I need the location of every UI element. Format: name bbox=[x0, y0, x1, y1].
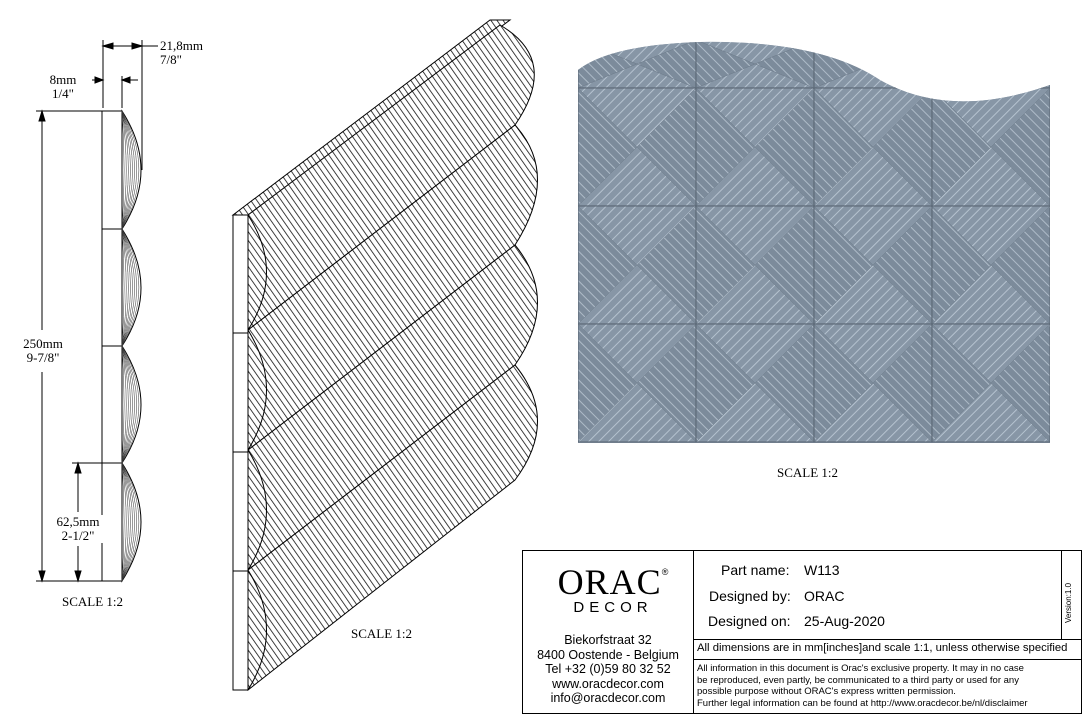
phone-line: Tel +32 (0)59 80 32 52 bbox=[545, 662, 671, 676]
profile-hatch-line bbox=[121, 345, 140, 464]
height-dim-mm: 250mm bbox=[23, 336, 63, 351]
title-block: ORAC® DECOR Biekorfstraat 32 8400 Oosten… bbox=[522, 550, 1082, 714]
profile-hatch-line bbox=[121, 345, 135, 464]
profile-hatch-line bbox=[121, 110, 131, 230]
part-name-label: Part name: bbox=[721, 562, 790, 578]
tile-facet bbox=[931, 41, 1050, 65]
profile-hatch-line bbox=[121, 228, 133, 347]
part-name-value: W113 bbox=[804, 562, 840, 578]
profile-hatch-line bbox=[121, 228, 131, 347]
wave-dim-in: 2-1/2" bbox=[61, 528, 95, 543]
profile-hatch-line bbox=[121, 345, 127, 464]
address-line: 8400 Oostende - Belgium bbox=[537, 647, 679, 662]
email-line: info@oracdecor.com bbox=[550, 691, 666, 705]
profile-hatch-line bbox=[121, 345, 133, 464]
website-line: www.oracdecor.com bbox=[552, 676, 664, 691]
tile-facet bbox=[578, 87, 638, 207]
profile-hatch-line bbox=[121, 228, 138, 347]
top-dim-mm: 21,8mm bbox=[160, 38, 203, 53]
legal-line: All information in this document is Orac… bbox=[697, 663, 1024, 674]
profile-hatch-line bbox=[121, 345, 125, 464]
orac-logo: ORAC® DECOR bbox=[553, 561, 673, 616]
profile-hatch-line bbox=[121, 110, 127, 230]
designed-on-value: 25-Aug-2020 bbox=[804, 613, 885, 629]
side-view-scale: SCALE 1:2 bbox=[62, 594, 124, 609]
profile-hatch-line bbox=[121, 462, 135, 582]
profile-hatch-line bbox=[121, 462, 131, 582]
height-dimension: 250mm 9-7/8" bbox=[16, 337, 70, 365]
tile-facet bbox=[990, 41, 1050, 89]
units-note: All dimensions are in mm[inches]and scal… bbox=[697, 642, 1068, 654]
profile-hatch-line bbox=[121, 110, 125, 230]
tile-facet bbox=[931, 63, 1050, 89]
top-dim-in: 7/8" bbox=[160, 52, 182, 67]
height-dim-in: 9-7/8" bbox=[26, 350, 60, 365]
profile-hatch-line bbox=[121, 345, 131, 464]
profile-hatch-line bbox=[121, 228, 129, 347]
profile-hatch-line bbox=[121, 462, 129, 582]
profile-hatch-line bbox=[121, 462, 138, 582]
profile-hatch-line bbox=[121, 110, 135, 230]
thick-dim-in: 1/4" bbox=[52, 86, 74, 101]
designed-by-label: Designed by: bbox=[709, 588, 791, 604]
tile-facet bbox=[872, 41, 933, 89]
thick-dim-mm: 8mm bbox=[49, 72, 77, 87]
thickness-dimension: 8mm 1/4" bbox=[40, 73, 86, 101]
legal-line: be reproduced, even partly, be communica… bbox=[697, 674, 1019, 686]
designed-on-label: Designed on: bbox=[708, 613, 791, 629]
profile-hatch-line bbox=[121, 110, 129, 230]
profile-hatch-line bbox=[121, 110, 140, 230]
tile-outline bbox=[931, 323, 1050, 443]
profile-hatch-line bbox=[121, 110, 133, 230]
tile-facet bbox=[578, 323, 638, 443]
wave-dim-mm: 62,5mm bbox=[56, 514, 100, 529]
tile-outline bbox=[931, 41, 1050, 89]
profile-hatch-line bbox=[121, 228, 127, 347]
profile-hatch-line bbox=[121, 462, 140, 582]
profile-hatch-line bbox=[121, 228, 135, 347]
profile-hatch-line bbox=[121, 462, 133, 582]
profile-hatch-line bbox=[121, 462, 127, 582]
tile-facet bbox=[578, 205, 638, 325]
designed-by-value: ORAC bbox=[804, 588, 845, 604]
legal-text: All information in this document is Orac… bbox=[697, 663, 1028, 709]
profile-hatch-line bbox=[121, 228, 140, 347]
tile-facet bbox=[931, 41, 992, 89]
iso-view-scale: SCALE 1:2 bbox=[351, 626, 413, 641]
logo-main: ORAC bbox=[557, 562, 662, 602]
version-label: Version:1.0 bbox=[1064, 582, 1073, 623]
render-view-scale: SCALE 1:2 bbox=[777, 465, 839, 480]
profile-hatch-line bbox=[121, 228, 125, 347]
address-line: Biekorfstraat 32 bbox=[564, 633, 652, 647]
wave-dimension: 62,5mm 2-1/2" bbox=[50, 515, 106, 543]
profile-hatch-line bbox=[121, 462, 125, 582]
profile-hatch-line bbox=[121, 345, 129, 464]
logo-sub: DECOR bbox=[573, 599, 653, 616]
logo-reg: ® bbox=[661, 567, 669, 577]
legal-line: possible purpose without ORAC's express … bbox=[697, 686, 956, 697]
profile-hatch-line bbox=[121, 345, 138, 464]
company-address: Biekorfstraat 32 8400 Oostende - Belgium… bbox=[523, 633, 693, 706]
top-dimension: 21,8mm 7/8" bbox=[160, 39, 203, 67]
legal-line: Further legal information can be found a… bbox=[697, 697, 1028, 709]
profile-hatch-line bbox=[121, 110, 138, 230]
